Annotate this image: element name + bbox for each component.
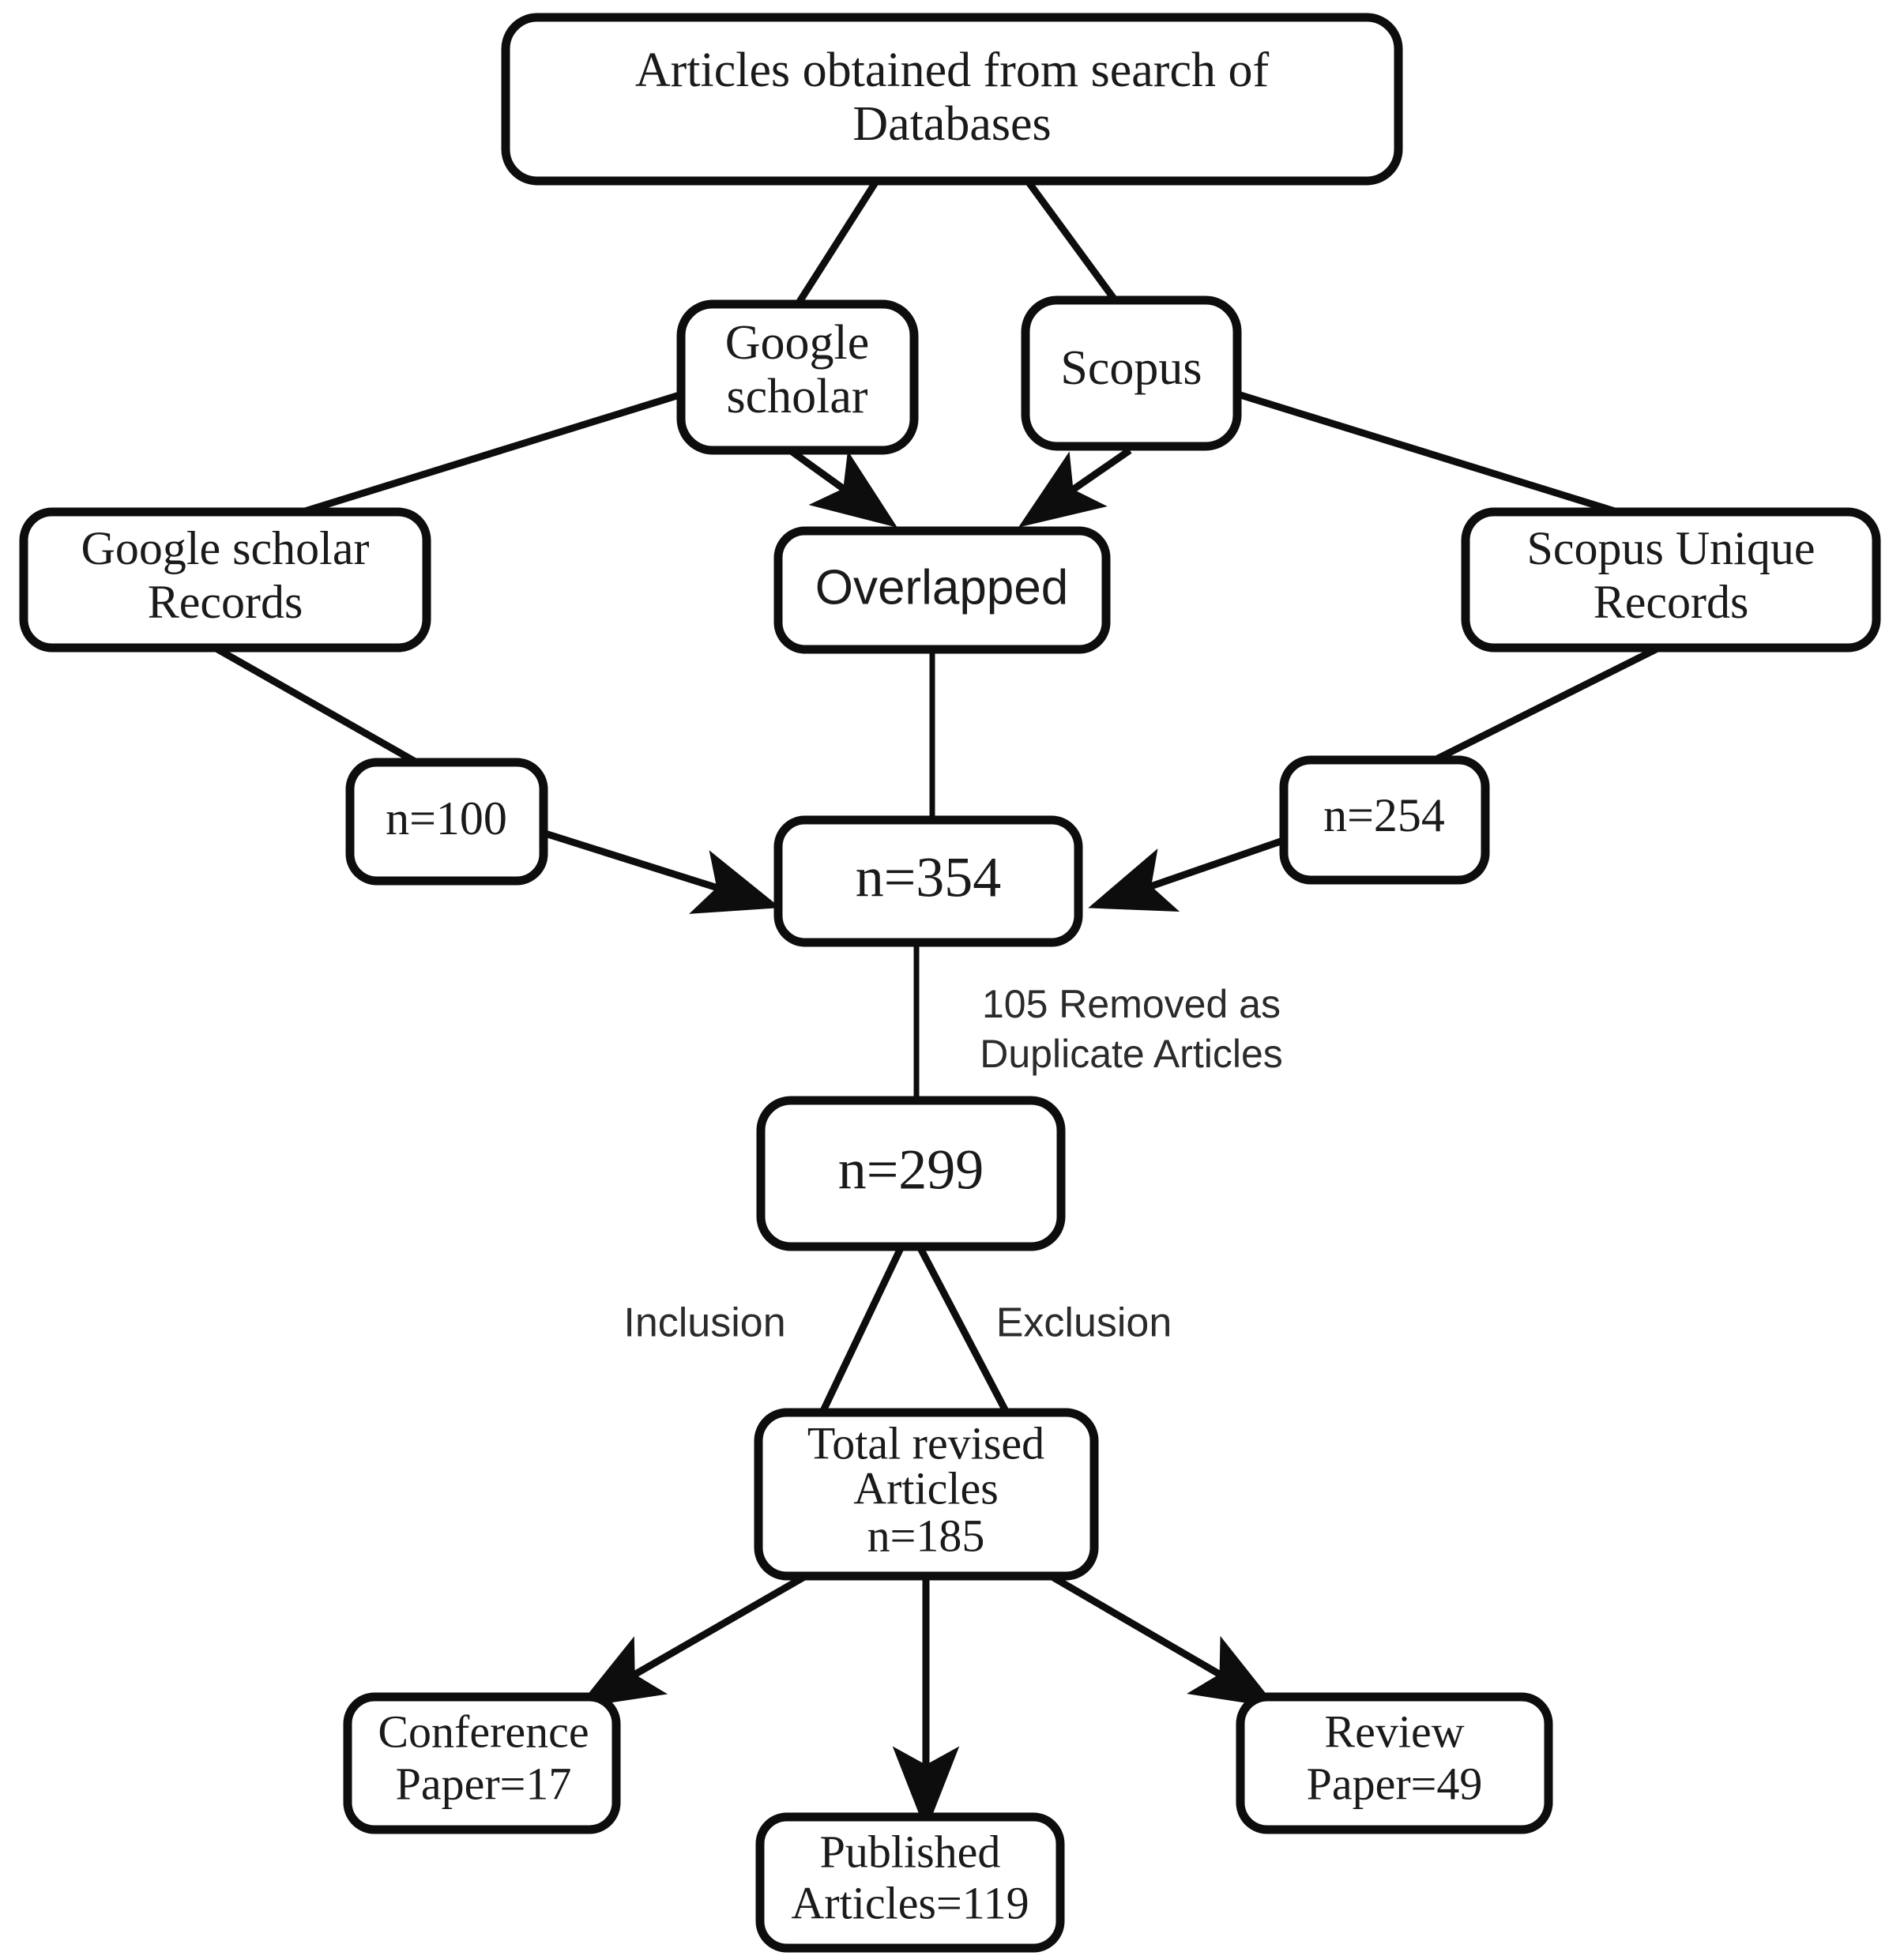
- total-revised-line-2: Articles: [853, 1462, 999, 1514]
- connector-scopus-unique-to-n254: [1412, 644, 1661, 774]
- scopus-box[interactable]: Scopus: [1021, 295, 1242, 451]
- scopus-label: Scopus: [1060, 341, 1202, 395]
- duplicates-removed-line-1: 105 Removed as: [982, 982, 1281, 1026]
- google-scholar-box[interactable]: Google scholar: [676, 299, 919, 455]
- gs-records-line-1: Google scholar: [81, 522, 370, 574]
- gs-records-line-2: Records: [148, 576, 303, 628]
- n-254-label: n=254: [1323, 789, 1445, 841]
- google-scholar-records-box[interactable]: Google scholar Records: [19, 507, 431, 653]
- connector-total-to-review: [1048, 1573, 1277, 1708]
- review-line-2: Paper=49: [1307, 1758, 1483, 1809]
- connector-scopus-to-unique-records: [1239, 391, 1629, 519]
- overlapped-box-shape: [773, 526, 1111, 654]
- total-revised-line-3: n=185: [867, 1510, 985, 1561]
- total-revised-box-shape: [754, 1408, 1099, 1581]
- scopus-unique-line-2: Records: [1594, 576, 1749, 628]
- connector-source-to-scopus: [1024, 178, 1121, 307]
- n-100-box[interactable]: n=100: [345, 758, 548, 886]
- connector-n299-exclusion: [917, 1246, 1010, 1416]
- n-100-label: n=100: [386, 792, 507, 844]
- review-paper-box[interactable]: Review Paper=49: [1236, 1692, 1553, 1834]
- conference-paper-box[interactable]: Conference Paper=17: [343, 1692, 621, 1834]
- scopus-box-shape: [1021, 295, 1242, 451]
- articles-obtained-line-1: Articles obtained from search of: [635, 43, 1270, 97]
- connector-n254-to-n354: [1088, 829, 1305, 912]
- google-scholar-line-1: Google: [725, 316, 870, 370]
- conference-line-1: Conference: [378, 1706, 589, 1757]
- n-299-label: n=299: [838, 1138, 984, 1202]
- google-scholar-line-2: scholar: [726, 370, 867, 423]
- n-354-box[interactable]: n=354: [773, 815, 1083, 947]
- duplicates-removed-label: 105 Removed as Duplicate Articles: [980, 982, 1283, 1076]
- articles-obtained-line-2: Databases: [852, 97, 1051, 151]
- published-articles-box[interactable]: Published Articles=119: [755, 1812, 1065, 1953]
- connector-n299-inclusion: [818, 1247, 905, 1416]
- published-articles-box-shape: [755, 1812, 1065, 1953]
- articles-obtained-box[interactable]: Articles obtained from search of Databas…: [501, 13, 1403, 186]
- inclusion-label: Inclusion: [623, 1300, 785, 1346]
- duplicates-removed-line-2: Duplicate Articles: [980, 1032, 1283, 1076]
- connector-google-scholar-to-overlapped: [788, 447, 897, 528]
- connector-n100-to-n354: [544, 829, 781, 914]
- google-scholar-records-box-shape: [19, 507, 431, 653]
- n-354-label: n=354: [856, 846, 1002, 909]
- articles-obtained-box-shape: [501, 13, 1403, 186]
- conference-paper-box-shape: [343, 1692, 621, 1834]
- review-line-1: Review: [1324, 1706, 1464, 1757]
- review-paper-box-shape: [1236, 1692, 1553, 1834]
- connector-google-scholar-to-records: [291, 391, 681, 519]
- total-revised-line-1: Total revised: [807, 1417, 1044, 1469]
- google-scholar-box-shape: [676, 299, 919, 455]
- n-254-box-shape: [1279, 755, 1490, 885]
- overlapped-box[interactable]: Overlapped: [773, 526, 1111, 654]
- published-line-1: Published: [820, 1826, 1001, 1877]
- exclusion-label: Exclusion: [996, 1300, 1172, 1346]
- scopus-unique-records-box-shape: [1461, 507, 1881, 653]
- published-line-2: Articles=119: [791, 1877, 1029, 1928]
- connector-scopus-to-overlapped: [1018, 447, 1132, 528]
- scopus-unique-line-1: Scopus Unique: [1527, 522, 1816, 574]
- connector-gs-records-to-n100: [213, 645, 433, 773]
- scopus-unique-records-box[interactable]: Scopus Unique Records: [1461, 507, 1881, 653]
- conference-line-2: Paper=17: [396, 1758, 572, 1809]
- n-299-box[interactable]: n=299: [756, 1096, 1066, 1251]
- n-100-box-shape: [345, 758, 548, 886]
- overlapped-label: Overlapped: [815, 560, 1069, 615]
- connector-source-to-google-scholar: [795, 178, 880, 307]
- n-299-box-shape: [756, 1096, 1066, 1251]
- connector-total-to-conference: [577, 1573, 808, 1708]
- n-254-box[interactable]: n=254: [1279, 755, 1490, 885]
- total-revised-articles-box[interactable]: Total revised Articles n=185: [754, 1408, 1099, 1581]
- n-354-box-shape: [773, 815, 1083, 947]
